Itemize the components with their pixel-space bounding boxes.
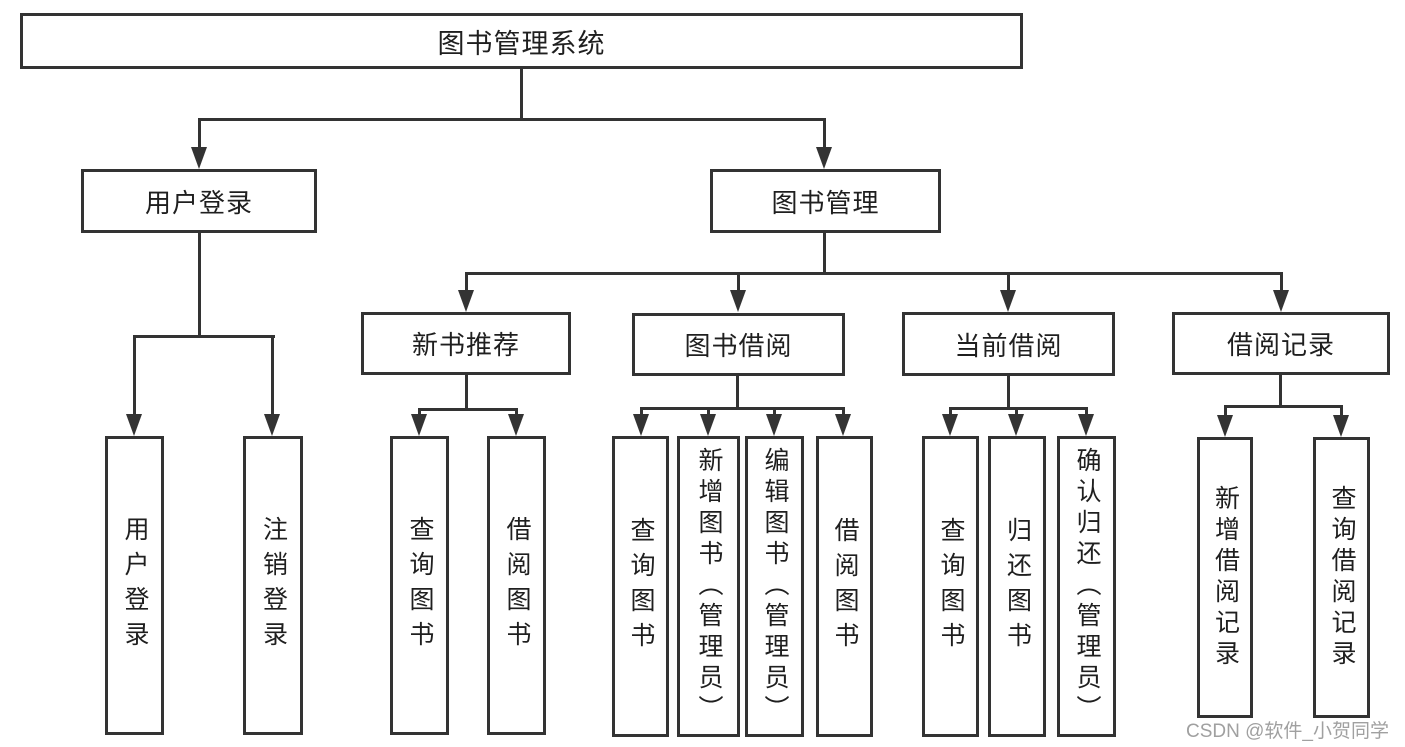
node-label: 查询借阅记录 [1328,484,1356,671]
connector-root-crossbar [198,118,826,121]
connector-drop-current-borrow [1007,272,1010,292]
arrowhead-nb-query [411,414,427,436]
arrowhead-leaf-user-login [126,414,142,436]
arrowhead-current-borrow [1000,290,1016,312]
node-label: 新增图书（管理员） [695,447,723,726]
connector-user-login-crossbar [133,335,275,338]
connector-current-borrow-stem [1007,376,1010,410]
connector-drop-nb-borrow [515,408,518,418]
node-label: 注销登录 [259,515,288,656]
arrowhead-cb-query [942,414,958,436]
connector-drop-bb-edit [773,407,776,418]
node-new-book-recommend: 新书推荐 [361,312,571,375]
node-label: 编辑图书（管理员） [761,447,789,726]
leaf-cb-confirm-return-admin: 确认归还（管理员） [1057,436,1116,737]
leaf-nb-query-books: 查询图书 [390,436,449,735]
node-label: 确认归还（管理员） [1073,447,1101,726]
connector-user-login-stem [198,233,201,338]
connector-drop-leaf-user-login [133,335,136,416]
connector-drop-new-book [465,272,468,292]
node-label: 借阅图书 [831,516,859,657]
connector-borrow-records-stem [1279,375,1282,408]
arrowhead-borrow-records [1273,290,1289,312]
csdn-watermark: CSDN @软件_小贺同学 [1186,721,1389,742]
connector-new-book-crossbar [418,408,518,411]
leaf-nb-borrow-books: 借阅图书 [487,436,546,735]
node-label: 归还图书 [1003,516,1032,657]
node-label: 新增借阅记录 [1211,484,1240,671]
node-borrow-records: 借阅记录 [1172,312,1390,375]
node-label: 图书管理系统 [437,28,606,59]
node-label: 查询图书 [937,516,965,657]
node-book-management: 图书管理 [710,169,941,233]
arrowhead-bb-query [633,414,649,436]
node-label: 借阅记录 [1226,330,1335,360]
connector-drop-br-query [1340,405,1343,417]
leaf-user-login: 用户登录 [105,436,164,735]
connector-drop-bb-borrow [842,407,845,418]
node-label: 图书管理 [771,187,880,218]
connector-drop-br-add [1224,405,1227,417]
node-label: 用户登录 [121,515,149,656]
arrowhead-nb-borrow [508,414,524,436]
node-label: 查询图书 [406,515,434,656]
leaf-br-query-record: 查询借阅记录 [1313,437,1370,718]
connector-drop-cb-confirm [1085,407,1088,418]
arrowhead-bb-edit [766,414,782,436]
leaf-cb-return-books: 归还图书 [988,436,1046,737]
leaf-bb-query-books: 查询图书 [612,436,669,737]
connector-drop-borrow-records [1280,272,1283,292]
node-label: 图书借阅 [684,331,793,361]
connector-new-book-stem [465,375,468,411]
arrowhead-book-management [816,147,832,169]
node-label: 借阅图书 [503,515,531,656]
leaf-bb-borrow-books: 借阅图书 [816,436,873,737]
connector-drop-cb-return [1015,407,1018,418]
connector-book-management-crossbar [465,272,1283,275]
arrowhead-cb-return [1008,414,1024,436]
node-label: 当前借阅 [954,330,1063,361]
connector-drop-user-login [198,118,201,149]
node-book-borrow: 图书借阅 [632,313,845,376]
connector-book-borrow-stem [736,376,739,410]
leaf-bb-add-books-admin: 新增图书（管理员） [677,436,740,737]
connector-drop-nb-query [418,408,421,418]
connector-drop-book-borrow [737,272,740,292]
node-library-management-system: 图书管理系统 [20,13,1023,69]
connector-drop-book-management [823,118,826,149]
leaf-br-add-record: 新增借阅记录 [1197,437,1253,718]
node-user-login: 用户登录 [81,169,317,233]
arrowhead-leaf-logout [264,414,280,436]
arrowhead-bb-add [700,414,716,436]
connector-borrow-records-crossbar [1224,405,1343,408]
connector-root-stem [520,69,523,119]
arrowhead-book-borrow [730,290,746,312]
node-label: 用户登录 [144,187,253,218]
connector-drop-cb-query [949,407,952,418]
arrowhead-cb-confirm [1078,414,1094,436]
connector-current-borrow-crossbar [949,407,1088,410]
connector-drop-bb-query [640,407,643,418]
arrowhead-new-book [458,290,474,312]
node-current-borrow: 当前借阅 [902,312,1115,376]
connector-book-management-stem [823,233,826,275]
arrowhead-bb-borrow [835,414,851,436]
arrowhead-br-add [1217,415,1233,437]
connector-book-borrow-crossbar [640,407,845,410]
leaf-bb-edit-books-admin: 编辑图书（管理员） [745,436,804,737]
arrowhead-user-login [191,147,207,169]
leaf-cb-query-books: 查询图书 [922,436,979,737]
node-label: 查询图书 [627,516,655,657]
node-label: 新书推荐 [411,330,520,360]
connector-drop-leaf-logout [271,335,274,416]
arrowhead-br-query [1333,415,1349,437]
leaf-logout-login: 注销登录 [243,436,303,735]
connector-drop-bb-add [707,407,710,418]
